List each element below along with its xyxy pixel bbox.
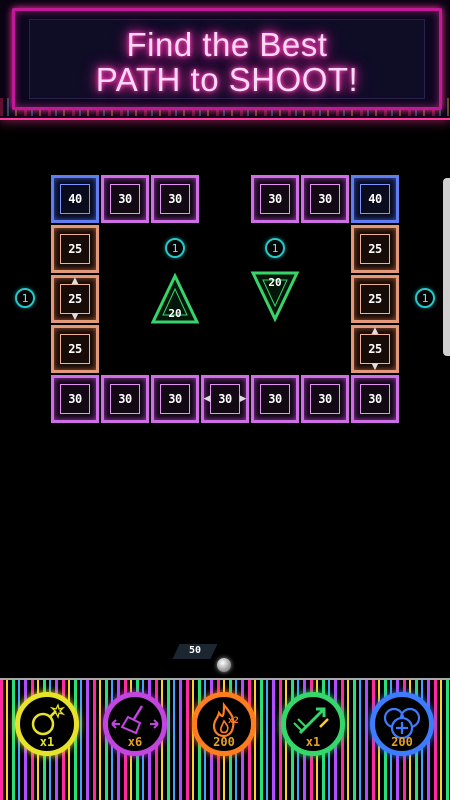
- brick: 30: [101, 375, 149, 423]
- brick-hit-count: 30: [310, 384, 340, 414]
- triangle-hit-count: 20: [168, 307, 182, 320]
- marker-left-icon: ◀: [203, 393, 211, 404]
- arrow-up-icon: [293, 707, 329, 735]
- shooter-ball[interactable]: [217, 658, 231, 672]
- game-board[interactable]: 40 30 30 30 30 40 25 25 25 25 25 25 30 3…: [0, 120, 450, 675]
- extra-ball-pickup: 1: [415, 288, 435, 308]
- brick-hit-count: 40: [60, 184, 90, 214]
- broom-icon: [111, 705, 159, 735]
- brick: 30: [151, 175, 199, 223]
- brick-hit-count: 25: [360, 334, 390, 364]
- powerup-count: 200: [391, 735, 413, 749]
- marker-up-icon: ▲: [371, 325, 379, 336]
- brick-hit-count: 30: [210, 384, 240, 414]
- brick: 30: [101, 175, 149, 223]
- banner-inner-panel: [29, 19, 425, 99]
- banner-title-line2: PATH to SHOOT!: [95, 61, 359, 98]
- svg-text:x2: x2: [228, 716, 239, 726]
- brick-hit-count: 40: [360, 184, 390, 214]
- brick-hit-count: 30: [110, 384, 140, 414]
- fire-icon: x2: [212, 701, 239, 738]
- marker-down-icon: ▼: [71, 311, 79, 322]
- powerup-count: x1: [305, 735, 321, 749]
- brick: 25: [51, 275, 99, 323]
- brick: 25: [51, 325, 99, 373]
- brick-hit-count: 25: [60, 234, 90, 264]
- brick: 30: [51, 375, 99, 423]
- brick-hit-count: 25: [60, 334, 90, 364]
- brick-hit-count: 30: [110, 184, 140, 214]
- brick: 25: [351, 225, 399, 273]
- brick: 40: [351, 175, 399, 223]
- broom-powerup-button[interactable]: x6: [103, 692, 167, 756]
- brick-hit-count: 30: [260, 384, 290, 414]
- brick-hit-count: 25: [360, 234, 390, 264]
- brick: 40: [51, 175, 99, 223]
- brick-hit-count: 25: [360, 284, 390, 314]
- ball-count: 50: [188, 645, 202, 656]
- brick-hit-count: 30: [360, 384, 390, 414]
- brick: 30: [201, 375, 249, 423]
- bomb-icon: [31, 703, 66, 736]
- fire-powerup-button[interactable]: x2 200: [192, 692, 256, 756]
- marker-down-icon: ▼: [371, 361, 379, 372]
- marker-up-icon: ▲: [71, 275, 79, 286]
- aim-powerup-button[interactable]: x1: [281, 692, 345, 756]
- marker-right-icon: ▶: [239, 393, 247, 404]
- brick: 30: [251, 375, 299, 423]
- triangle-hit-count: 20: [268, 276, 282, 289]
- brick: 25: [51, 225, 99, 273]
- brick: 30: [151, 375, 199, 423]
- powerup-count: x6: [127, 735, 143, 749]
- extra-ball-pickup: 1: [15, 288, 35, 308]
- extra-balls-powerup-button[interactable]: 200: [370, 692, 434, 756]
- extra-ball-pickup: 1: [165, 238, 185, 258]
- brick: 25: [351, 325, 399, 373]
- bomb-powerup-button[interactable]: x1: [15, 692, 79, 756]
- triangle-brick-down: [250, 271, 300, 322]
- brick: 30: [251, 175, 299, 223]
- brick: 30: [301, 375, 349, 423]
- edge-panel-handle[interactable]: [443, 178, 450, 356]
- brick: 25: [351, 275, 399, 323]
- brick-hit-count: 30: [160, 384, 190, 414]
- extra-ball-pickup: 1: [265, 238, 285, 258]
- brick-hit-count: 30: [160, 184, 190, 214]
- brick: 30: [301, 175, 349, 223]
- banner-title-line1: Find the Best: [126, 26, 328, 63]
- brick: 30: [351, 375, 399, 423]
- brick-hit-count: 30: [310, 184, 340, 214]
- title-banner: Find the Best PATH to SHOOT!: [0, 0, 450, 120]
- extra-balls-icon: [383, 707, 421, 740]
- powerup-count: 200: [213, 735, 235, 749]
- triangle-brick-up: [150, 273, 200, 324]
- brick-hit-count: 30: [260, 184, 290, 214]
- banner-frame: Find the Best PATH to SHOOT!: [12, 8, 442, 110]
- brick-hit-count: 25: [60, 284, 90, 314]
- powerup-count: x1: [39, 735, 55, 749]
- brick-hit-count: 30: [60, 384, 90, 414]
